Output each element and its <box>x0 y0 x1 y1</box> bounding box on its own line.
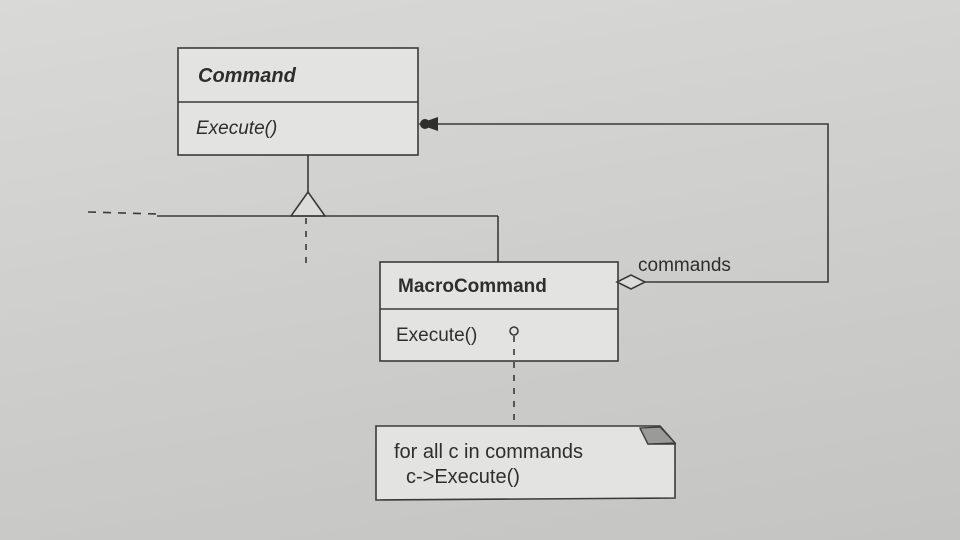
implementation-note: for all c in commands c->Execute() <box>375 425 677 501</box>
note-box <box>375 425 676 501</box>
command-execute-operation: Execute() <box>196 118 277 139</box>
inheritance-connector <box>87 155 499 264</box>
aggregation-line <box>436 123 829 283</box>
note-fold-corner <box>639 426 677 445</box>
multiplicity-dot <box>420 119 430 129</box>
macrocommand-class-name: MacroCommand <box>398 276 547 297</box>
macrocommand-class-box <box>379 261 619 362</box>
note-anchor <box>509 326 519 426</box>
inheritance-dashed-extension <box>87 211 158 215</box>
note-anchor-circle <box>509 326 519 336</box>
command-class-name: Command <box>198 65 297 87</box>
command-class: Command Execute() <box>177 47 419 156</box>
aggregation-diamond <box>615 274 647 290</box>
note-line-1: for all c in commands <box>394 441 583 463</box>
commands-aggregation: commands <box>418 117 829 290</box>
note-line-2: c->Execute() <box>406 466 520 488</box>
macrocommand-execute-operation: Execute() <box>396 325 477 346</box>
macrocommand-class: MacroCommand Execute() <box>379 261 619 362</box>
inheritance-triangle <box>289 190 327 217</box>
association-role-label: commands <box>638 255 731 276</box>
